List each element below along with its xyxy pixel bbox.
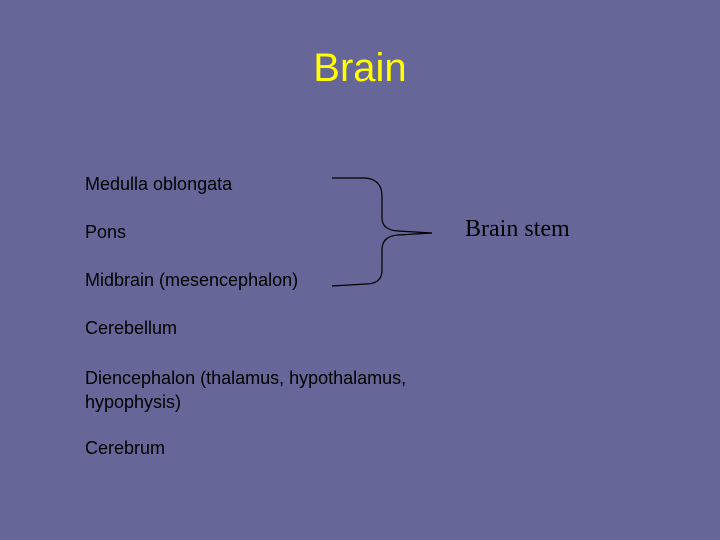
- brace-upper-stroke: [332, 177, 433, 234]
- list-item-pons: Pons: [85, 222, 127, 242]
- list-item-cerebellum: Cerebellum: [85, 318, 178, 338]
- list-item-medulla-oblongata: Medulla oblongata: [85, 174, 233, 194]
- list-item-diencephalon: Diencephalon (thalamus, hypothalamus,: [85, 368, 407, 388]
- list-item-midbrain: Midbrain (mesencephalon): [85, 270, 299, 290]
- slide-title: Brain: [313, 46, 407, 90]
- brain-stem-label: Brain stem: [465, 216, 570, 242]
- list-item-diencephalon-cont: hypophysis): [85, 392, 182, 412]
- brace-lower-stroke: [331, 232, 433, 287]
- list-item-cerebrum: Cerebrum: [85, 438, 166, 458]
